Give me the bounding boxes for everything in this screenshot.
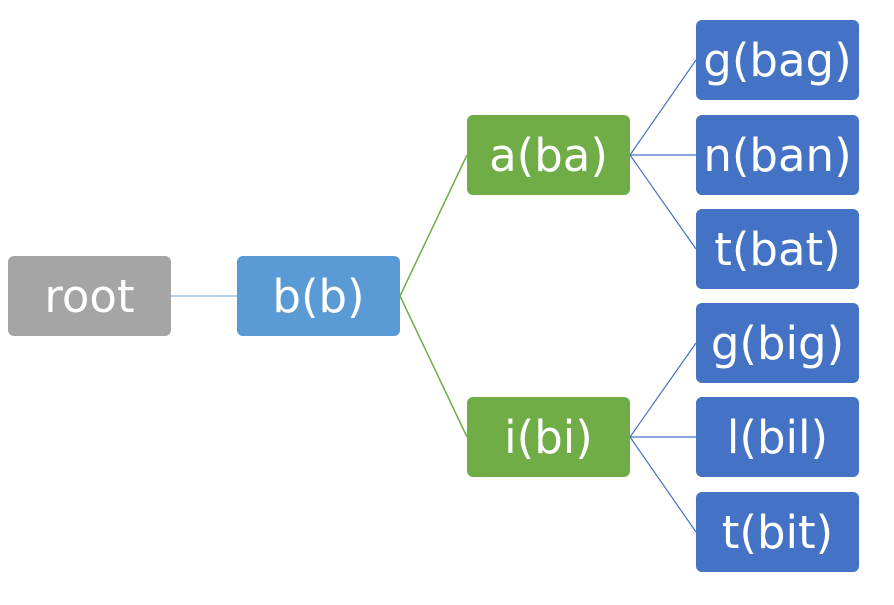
edge-i-big (629, 342, 697, 438)
edge-a-bat (629, 154, 697, 250)
node-bat: t(bat) (696, 209, 859, 289)
edge-a-bag (629, 59, 697, 156)
node-bag: g(bag) (696, 20, 859, 100)
node-bi: i(bi) (467, 397, 630, 477)
node-big: g(big) (696, 303, 859, 383)
node-b: b(b) (237, 256, 400, 336)
node-ba: a(ba) (467, 115, 630, 195)
edge-i-bit (629, 436, 697, 533)
node-ban: n(ban) (696, 115, 859, 195)
edge-b-i (399, 295, 468, 438)
node-bil: l(bil) (696, 397, 859, 477)
node-root: root (8, 256, 171, 336)
edge-b-a (399, 154, 468, 297)
node-bit: t(bit) (696, 492, 859, 572)
